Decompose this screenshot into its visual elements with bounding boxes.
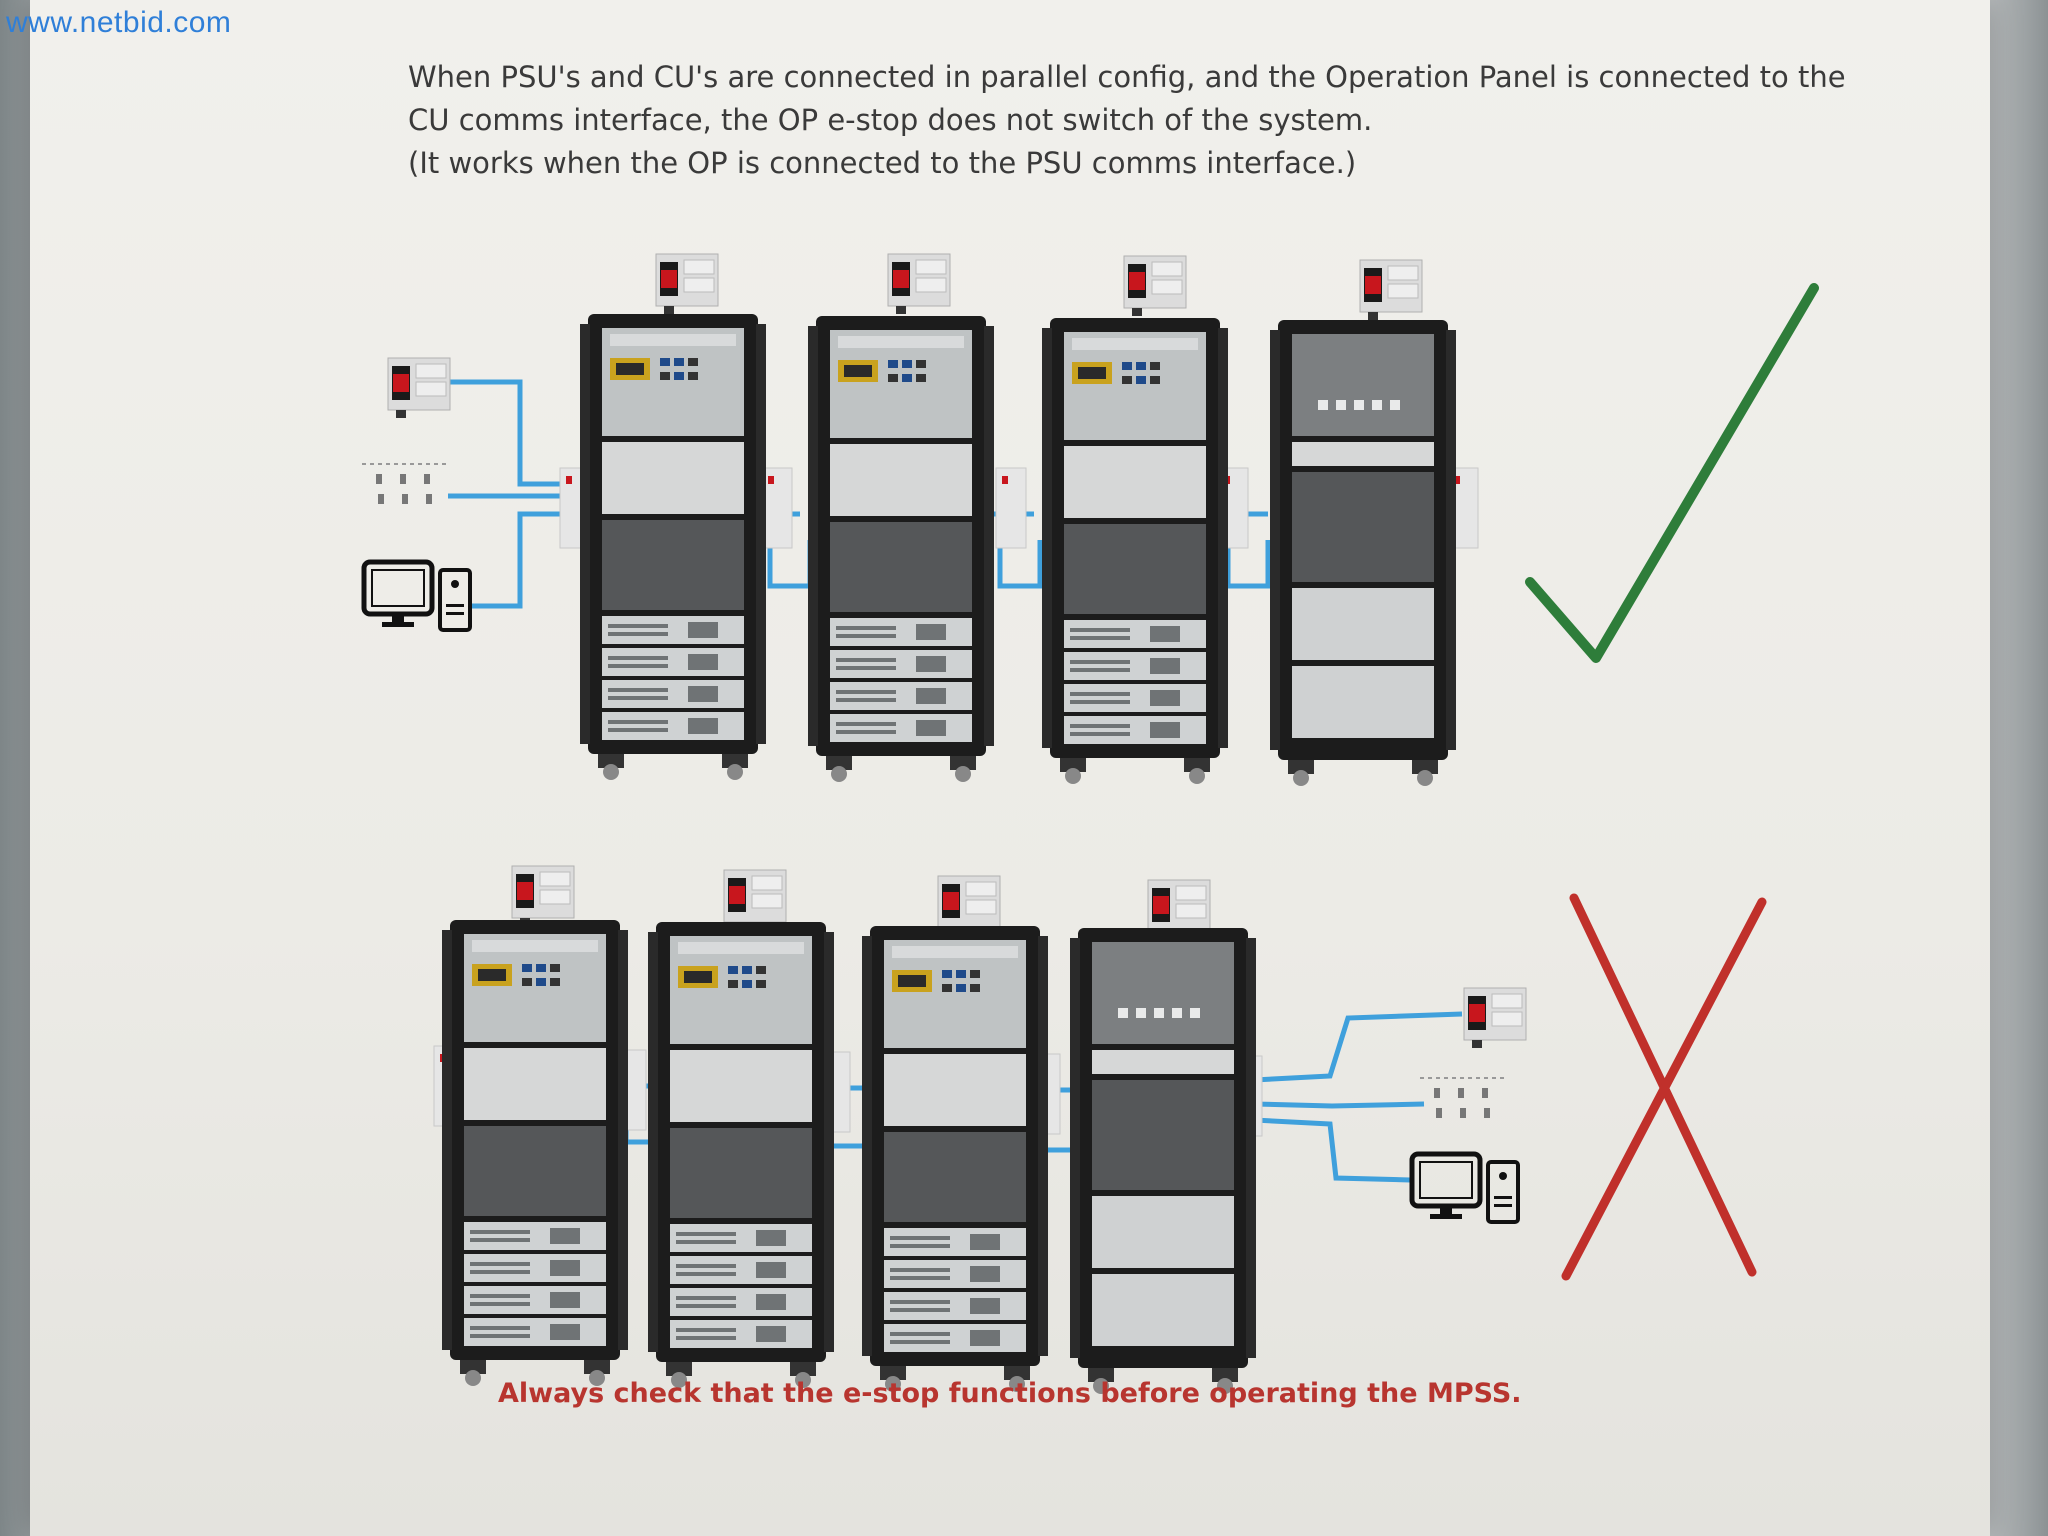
cu-cabinet (1270, 320, 1456, 786)
psu-cabinet-2 (648, 922, 834, 1388)
psu-cabinet-3 (862, 926, 1048, 1392)
pc-icon-top (364, 562, 470, 630)
operation-panel-bottom (1463, 987, 1527, 1049)
connector-bracket (761, 467, 793, 549)
operation-panel-top (387, 357, 451, 419)
network-switch-bottom (1419, 1077, 1507, 1119)
notice-line-2: CU comms interface, the OP e-stop does n… (408, 103, 1373, 137)
network-switch-top (361, 463, 449, 505)
estop-cu (1359, 259, 1423, 321)
estop-psu-2 (887, 253, 951, 315)
watermark: www.netbid.com (6, 6, 232, 39)
psu-cabinet-1 (580, 314, 766, 780)
psu-cabinet-1 (442, 920, 628, 1386)
cross-mark (1561, 893, 1767, 1281)
psu-cabinet-3 (1042, 318, 1228, 784)
estop-psu-1 (655, 253, 719, 315)
notice-paragraph: When PSU's and CU's are connected in par… (408, 56, 1868, 185)
diagram-incorrect (433, 865, 1767, 1394)
warning-footer: Always check that the e-stop functions b… (498, 1378, 1522, 1409)
estop-psu-2 (723, 869, 787, 931)
diagram-correct (361, 253, 1819, 786)
psu-cabinet-2 (808, 316, 994, 782)
estop-psu-3 (1123, 255, 1187, 317)
check-mark (1525, 283, 1819, 663)
notice-line-1: When PSU's and CU's are connected in par… (408, 60, 1846, 94)
estop-psu-1 (511, 865, 575, 927)
notice-line-3: (It works when the OP is connected to th… (408, 146, 1357, 180)
connector-bracket (995, 467, 1027, 549)
pc-icon-bottom (1412, 1154, 1518, 1222)
cu-cabinet (1070, 928, 1256, 1394)
